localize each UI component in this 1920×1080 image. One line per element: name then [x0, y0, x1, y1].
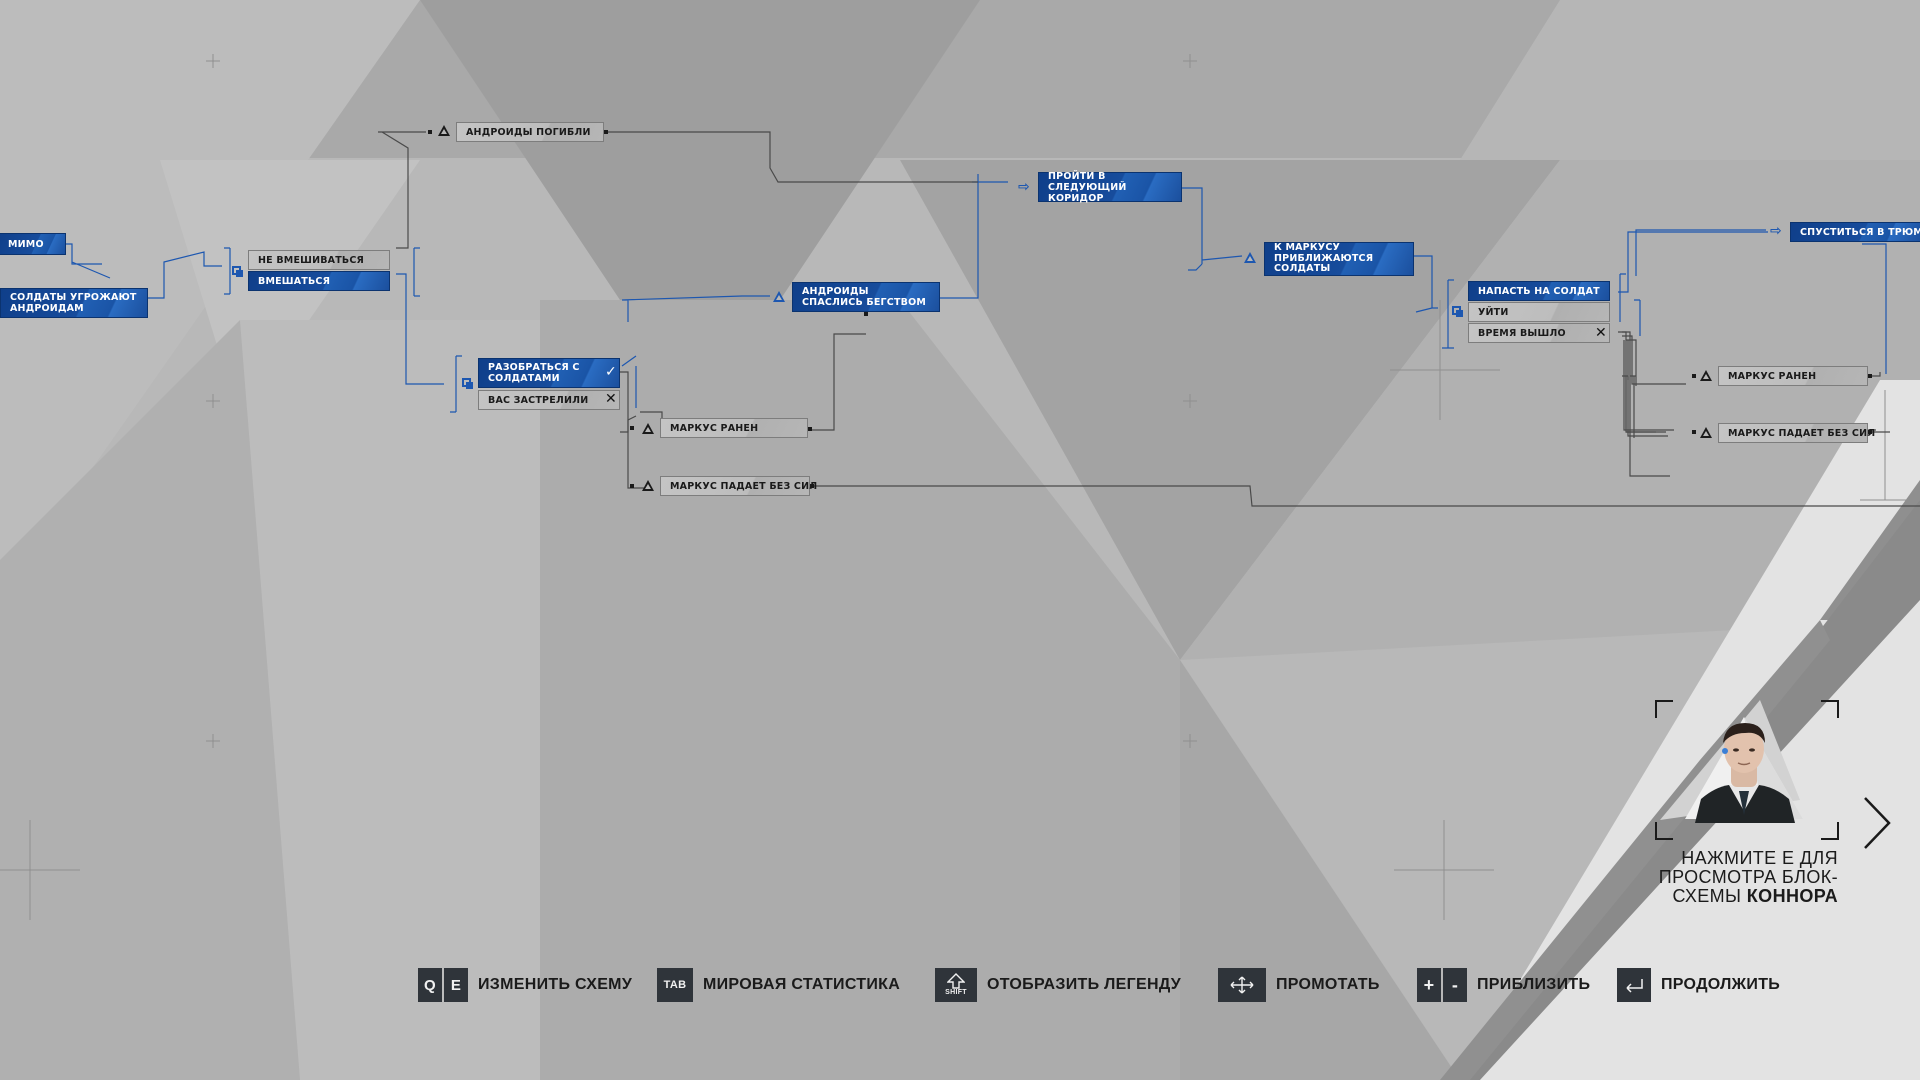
node-connector: [1868, 430, 1872, 434]
choice-icon: [1452, 306, 1463, 317]
node-markus-collapses-1[interactable]: МАРКУС ПАДАЕТ БЕЗ СИЛ: [660, 476, 817, 496]
ending-triangle-icon: [642, 423, 654, 434]
hint-label: ИЗМЕНИТЬ СХЕМУ: [478, 976, 633, 993]
pan-arrows-icon: [1230, 976, 1254, 994]
node-attack-soldier[interactable]: НАПАСТЬ НА СОЛДАТ: [1468, 281, 1610, 301]
node-connector: [428, 130, 432, 134]
key-pan: [1218, 968, 1266, 1002]
ending-triangle-icon: [1244, 252, 1256, 263]
connor-portrait: [1685, 717, 1803, 823]
key-tab: TAB: [657, 968, 693, 1002]
ending-triangle-icon: [642, 480, 654, 491]
connor-hint-text: НАЖМИТЕ Е ДЛЯ ПРОСМОТРА БЛОК- СХЕМЫ КОНН…: [1600, 849, 1838, 906]
arrow-right-icon: ⇨: [1770, 223, 1782, 239]
frame-corner: [1655, 822, 1673, 840]
node-markus-wounded-2[interactable]: МАРКУС РАНЕН: [1718, 366, 1868, 386]
hint-label: ПРОДОЛЖИТЬ: [1661, 976, 1781, 993]
key-enter: [1617, 968, 1651, 1002]
hint-label: ПРИБЛИЗИТЬ: [1477, 976, 1591, 993]
node-intervene[interactable]: ВМЕШАТЬСЯ: [248, 271, 390, 291]
node-descend-hold[interactable]: СПУСТИТЬСЯ В ТРЮМ: [1790, 222, 1920, 242]
frame-corner: [1821, 822, 1839, 840]
node-markus-wounded-1[interactable]: МАРКУС РАНЕН: [660, 418, 808, 438]
ending-triangle-icon: [1700, 427, 1712, 438]
node-androids-escaped[interactable]: АНДРОИДЫ СПАСЛИСЬ БЕГСТВОМ: [792, 282, 940, 312]
connor-hint-line1: НАЖМИТЕ Е ДЛЯ: [1681, 848, 1838, 868]
hint-continue[interactable]: ПРОДОЛЖИТЬ: [1617, 967, 1780, 1003]
connor-hint-line2: ПРОСМОТРА БЛОК-: [1658, 867, 1838, 887]
key-plus: +: [1417, 968, 1441, 1002]
node-connector: [810, 484, 814, 488]
frame-corner: [1655, 700, 1673, 718]
hint-show-legend[interactable]: SHIFT ОТОБРАЗИТЬ ЛЕГЕНДУ: [935, 967, 1181, 1003]
next-chevron-icon[interactable]: [1862, 795, 1892, 851]
node-mimo[interactable]: МИМО: [0, 233, 66, 255]
ending-triangle-icon: [773, 291, 785, 302]
node-deal-with-soldiers[interactable]: РАЗОБРАТЬСЯ С СОЛДАТАМИ: [478, 358, 620, 388]
arrow-right-icon: ⇨: [1018, 179, 1030, 195]
hint-change-scheme[interactable]: Q E ИЗМЕНИТЬ СХЕМУ: [418, 967, 632, 1003]
hint-world-stats[interactable]: TAB МИРОВАЯ СТАТИСТИКА: [657, 967, 900, 1003]
node-connector: [604, 130, 608, 134]
connor-hint-prefix: СХЕМЫ: [1672, 886, 1747, 906]
shift-arrow-icon: [947, 973, 965, 989]
cross-mark-icon: ✕: [1595, 325, 1607, 341]
hint-label: ОТОБРАЗИТЬ ЛЕГЕНДУ: [987, 976, 1181, 993]
key-e: E: [444, 968, 468, 1002]
node-androids-died[interactable]: АНДРОИДЫ ПОГИБЛИ: [456, 122, 604, 142]
choice-icon: [232, 266, 243, 277]
hint-label: ПРОМОТАТЬ: [1276, 976, 1380, 993]
connor-name: КОННОРА: [1746, 886, 1838, 906]
node-connector: [864, 312, 868, 316]
node-connector: [808, 427, 812, 431]
node-soldiers-approach[interactable]: К МАРКУСУ ПРИБЛИЖАЮТСЯ СОЛДАТЫ: [1264, 242, 1414, 276]
node-connector: [1692, 430, 1696, 434]
node-time-out[interactable]: ВРЕМЯ ВЫШЛО: [1468, 323, 1610, 343]
node-not-intervene[interactable]: НЕ ВМЕШИВАТЬСЯ: [248, 250, 390, 270]
node-connector: [630, 484, 634, 488]
node-connector: [630, 426, 634, 430]
checkmark-icon: ✓: [605, 364, 617, 380]
key-shift: SHIFT: [935, 968, 977, 1002]
frame-corner: [1821, 700, 1839, 718]
node-connector: [1868, 374, 1872, 378]
node-leave[interactable]: УЙТИ: [1468, 302, 1610, 322]
node-next-corridor[interactable]: ПРОЙТИ В СЛЕДУЮЩИЙ КОРИДОР: [1038, 171, 1182, 204]
node-connector: [1692, 374, 1696, 378]
cross-mark-icon: ✕: [605, 391, 617, 407]
ending-triangle-icon: [438, 125, 450, 136]
hint-pan[interactable]: ПРОМОТАТЬ: [1218, 967, 1380, 1003]
node-soldiers-threaten[interactable]: СОЛДАТЫ УГРОЖАЮТ АНДРОИДАМ: [0, 288, 148, 318]
choice-icon: [462, 378, 473, 389]
connor-hint-line3: СХЕМЫ КОННОРА: [1600, 887, 1838, 906]
key-minus: -: [1443, 968, 1467, 1002]
node-you-were-shot[interactable]: ВАС ЗАСТРЕЛИЛИ: [478, 390, 620, 410]
key-shift-label: SHIFT: [945, 989, 967, 996]
hint-zoom[interactable]: + - ПРИБЛИЗИТЬ: [1417, 967, 1590, 1003]
key-q: Q: [418, 968, 442, 1002]
node-markus-collapses-2[interactable]: МАРКУС ПАДАЕТ БЕЗ СИЛ: [1718, 423, 1875, 443]
hint-label: МИРОВАЯ СТАТИСТИКА: [703, 976, 901, 993]
enter-arrow-icon: [1626, 979, 1643, 993]
connor-flowchart-panel[interactable]: [1655, 700, 1839, 840]
ending-triangle-icon: [1700, 370, 1712, 381]
